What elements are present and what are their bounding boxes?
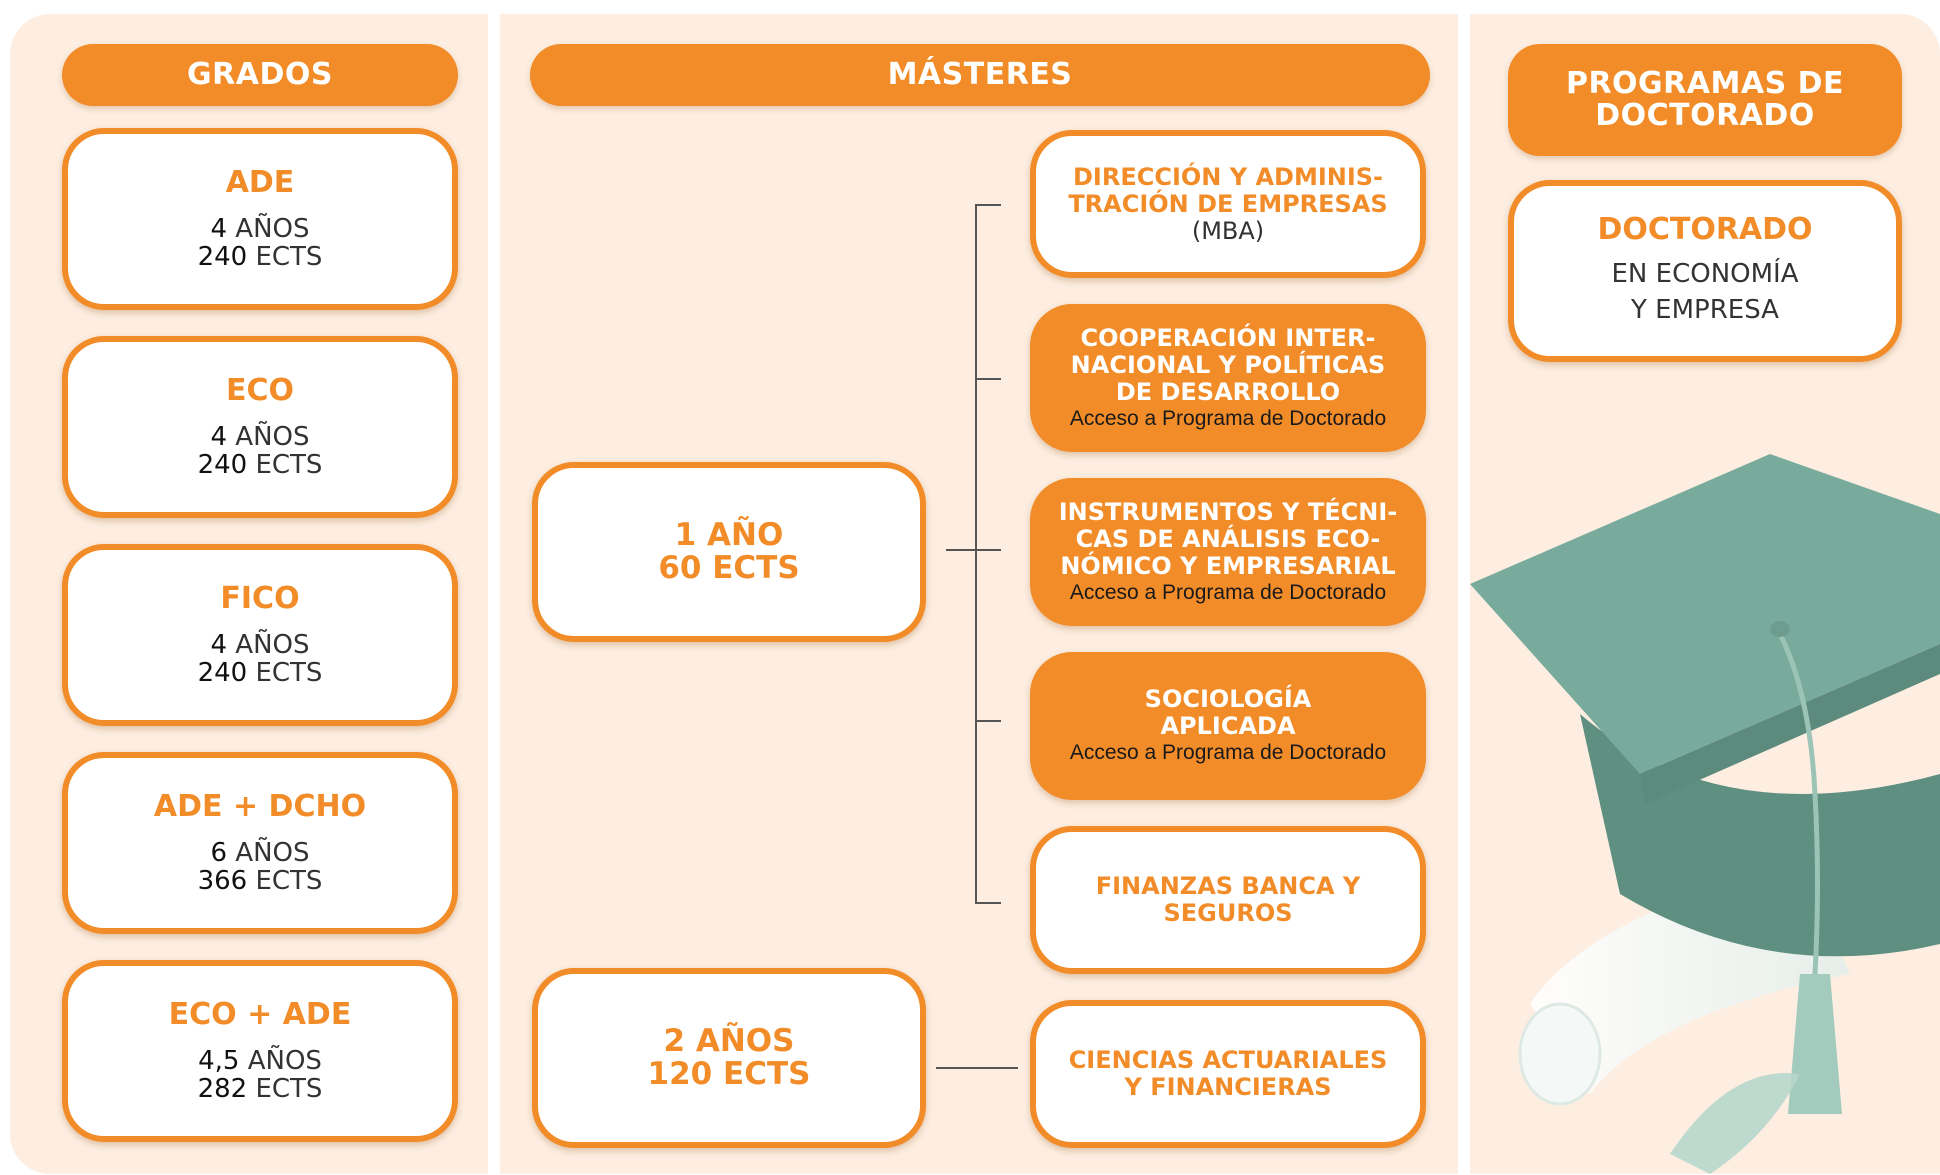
one-year-line2: 60 ECTS (658, 550, 800, 586)
master-instrumentos[interactable]: INSTRUMENTOS Y TÉCNI- CAS DE ANÁLISIS EC… (1030, 478, 1426, 626)
master-title-line: COOPERACIÓN INTER- (1080, 323, 1376, 352)
master-title-line: SOCIOLOGÍA (1144, 685, 1312, 713)
grado-years: 4 AÑOS (210, 422, 310, 452)
grado-card-fico[interactable]: FICO 4 AÑOS 240 ECTS (62, 544, 458, 726)
doctorado-card[interactable]: DOCTORADO EN ECONOMÍA Y EMPRESA (1508, 180, 1902, 362)
master-sociologia[interactable]: SOCIOLOGÍA APLICADA Acceso a Programa de… (1030, 652, 1426, 800)
master-title-line: CIENCIAS ACTUARIALES (1068, 1046, 1388, 1074)
grado-card-eco[interactable]: ECO 4 AÑOS 240 ECTS (62, 336, 458, 518)
grados-header: GRADOS (62, 44, 458, 106)
grado-title: ADE (225, 165, 295, 200)
grados-header-label: GRADOS (187, 57, 333, 92)
master-title-line: Y FINANCIERAS (1124, 1073, 1332, 1101)
grado-ects: 366 ECTS (197, 866, 323, 896)
graduation-cap-icon (1470, 454, 1940, 1174)
master-mba[interactable]: DIRECCIÓN Y ADMINIS- TRACIÓN DE EMPRESAS… (1030, 130, 1426, 278)
master-title-line: NÓMICO Y EMPRESARIAL (1060, 551, 1396, 580)
connector-bracket-vertical (975, 204, 977, 904)
master-title-line: DIRECCIÓN Y ADMINIS- (1072, 162, 1384, 191)
grado-years: 6 AÑOS (210, 838, 310, 868)
masteres-header: MÁSTERES (530, 44, 1430, 106)
one-year-line1: 1 AÑO (674, 517, 784, 553)
grado-years: 4 AÑOS (210, 214, 310, 244)
grado-title: FICO (220, 581, 300, 616)
master-title-line: APLICADA (1160, 712, 1296, 740)
master-access-note: Acceso a Programa de Doctorado (1069, 580, 1387, 604)
grado-ects: 240 ECTS (197, 450, 323, 480)
connector-two-years (936, 1067, 1018, 1069)
grado-card-ade-dcho[interactable]: ADE + DCHO 6 AÑOS 366 ECTS (62, 752, 458, 934)
master-title-line: CAS DE ANÁLISIS ECO- (1075, 524, 1381, 553)
master-access-note: Acceso a Programa de Doctorado (1069, 741, 1387, 764)
master-title-line: SEGUROS (1163, 899, 1293, 927)
grado-years: 4 AÑOS (210, 630, 310, 660)
master-finanzas[interactable]: FINANZAS BANCA Y SEGUROS (1030, 826, 1426, 974)
doctorado-header: PROGRAMAS DE DOCTORADO (1508, 44, 1902, 156)
connector-tick-1 (975, 378, 1001, 380)
two-years-line2: 120 ECTS (647, 1056, 811, 1092)
doctorado-title: DOCTORADO (1597, 212, 1813, 247)
grado-title: ECO + ADE (168, 997, 352, 1032)
doctorado-sub-line2: Y EMPRESA (1631, 295, 1779, 325)
one-year-box[interactable]: 1 AÑO 60 ECTS (532, 462, 926, 642)
master-title-line: FINANZAS BANCA Y (1095, 872, 1361, 900)
master-title-line: DE DESARROLLO (1115, 377, 1341, 406)
masteres-header-label: MÁSTERES (887, 57, 1073, 92)
grado-title: ECO (225, 373, 294, 408)
master-access-note: Acceso a Programa de Doctorado (1069, 406, 1387, 430)
connector-tick-2 (975, 549, 1001, 551)
two-years-line1: 2 AÑOS (663, 1023, 795, 1059)
master-title-line: INSTRUMENTOS Y TÉCNI- (1058, 497, 1398, 526)
master-actuariales[interactable]: CIENCIAS ACTUARIALES Y FINANCIERAS (1030, 1000, 1426, 1148)
grado-ects: 240 ECTS (197, 658, 323, 688)
grado-years: 4,5 AÑOS (198, 1046, 322, 1076)
grado-card-eco-ade[interactable]: ECO + ADE 4,5 AÑOS 282 ECTS (62, 960, 458, 1142)
master-title-line: NACIONAL Y POLÍTICAS (1070, 350, 1386, 379)
grado-title: ADE + DCHO (153, 789, 367, 824)
connector-one-year (946, 549, 976, 551)
connector-tick-4 (975, 902, 1001, 904)
master-cooperacion[interactable]: COOPERACIÓN INTER- NACIONAL Y POLÍTICAS … (1030, 304, 1426, 452)
grado-ects: 282 ECTS (197, 1074, 323, 1104)
master-subtitle: (MBA) (1191, 216, 1265, 245)
master-title-line: TRACIÓN DE EMPRESAS (1068, 189, 1388, 218)
grado-card-ade[interactable]: ADE 4 AÑOS 240 ECTS (62, 128, 458, 310)
doctorado-header-line2: DOCTORADO (1595, 98, 1815, 133)
doctorado-header-line1: PROGRAMAS DE (1565, 66, 1845, 101)
doctorado-sub-line1: EN ECONOMÍA (1611, 259, 1799, 289)
connector-tick-3 (975, 720, 1001, 722)
two-years-box[interactable]: 2 AÑOS 120 ECTS (532, 968, 926, 1148)
grado-ects: 240 ECTS (197, 242, 323, 272)
connector-tick-0 (975, 204, 1001, 206)
